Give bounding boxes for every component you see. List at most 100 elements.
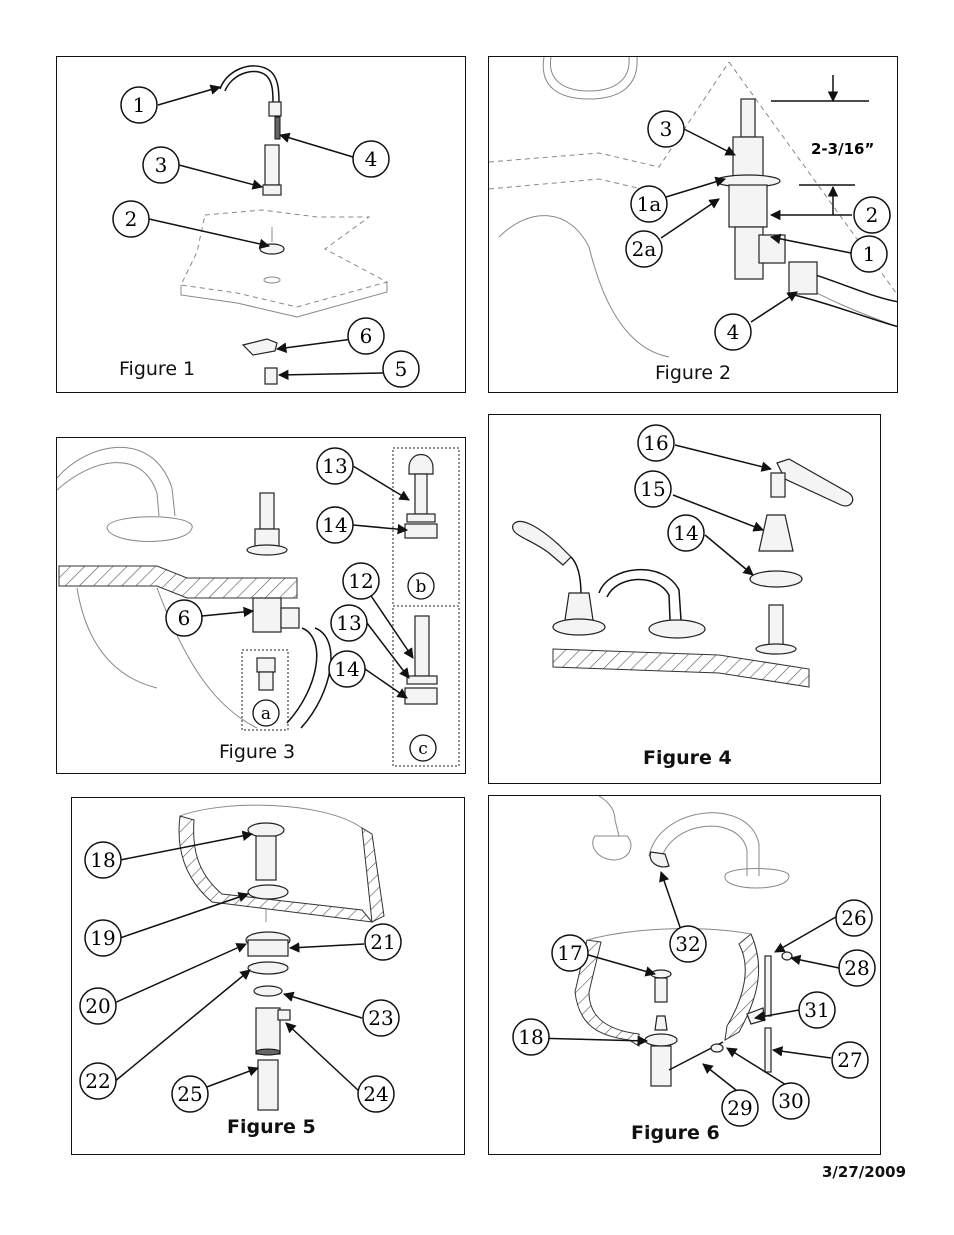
callout-31: 31: [798, 991, 836, 1029]
svg-text:18: 18: [518, 1025, 543, 1049]
svg-text:c: c: [418, 739, 428, 759]
callout-2: 2: [853, 196, 891, 234]
callout-30: 30: [772, 1082, 810, 1120]
svg-text:2: 2: [866, 203, 879, 227]
callout-19: 19: [84, 919, 122, 957]
figure-3-drawing: 13 14 12 13 14 6 a b c: [57, 446, 460, 767]
callout-2a: 2a: [625, 230, 663, 268]
callout-5: 5: [382, 350, 420, 388]
callout-14b: 14: [328, 650, 366, 688]
svg-text:31: 31: [804, 998, 829, 1022]
figure-5-panel: 18 19 21 20 23 22 25 24 Figure 5: [71, 797, 465, 1155]
svg-text:5: 5: [395, 357, 408, 381]
figure-2-panel: 2-3/16” 3 1a 2a 2 1 4 Figure 2: [488, 56, 898, 393]
callout-27: 27: [831, 1041, 869, 1079]
svg-text:32: 32: [675, 932, 700, 956]
figure-1-drawing: 1 3 2 4 6 5: [112, 65, 420, 388]
svg-text:20: 20: [85, 994, 110, 1018]
svg-text:b: b: [416, 577, 427, 597]
svg-text:3: 3: [660, 117, 673, 141]
svg-text:14: 14: [334, 657, 359, 681]
callout-17: 17: [551, 934, 589, 972]
svg-text:1: 1: [133, 93, 146, 117]
svg-text:1a: 1a: [637, 192, 662, 216]
callout-25: 25: [171, 1075, 209, 1113]
figure-2-label: Figure 2: [655, 362, 732, 384]
svg-text:24: 24: [363, 1082, 388, 1106]
svg-text:12: 12: [348, 569, 373, 593]
svg-text:2: 2: [125, 207, 138, 231]
callout-4: 4: [714, 313, 752, 351]
callout-28: 28: [838, 949, 876, 987]
figure-3-panel: 13 14 12 13 14 6 a b c Figure 3: [56, 437, 466, 774]
callout-23: 23: [362, 999, 400, 1037]
callout-16: 16: [637, 424, 675, 462]
inset-label-b: b: [407, 572, 435, 600]
callout-21: 21: [364, 923, 402, 961]
callout-29: 29: [721, 1089, 759, 1127]
document-date: 3/27/2009: [822, 1163, 907, 1181]
callout-13: 13: [316, 447, 354, 485]
callout-22: 22: [79, 1062, 117, 1100]
svg-text:2-3/16”: 2-3/16”: [811, 140, 874, 158]
svg-text:27: 27: [837, 1048, 862, 1072]
callout-6: 6: [347, 317, 385, 355]
figure-4-drawing: 16 15 14: [512, 424, 854, 688]
svg-text:13: 13: [336, 611, 361, 635]
callout-1: 1: [850, 235, 888, 273]
figure-5-label: Figure 5: [227, 1116, 316, 1138]
callout-4: 4: [352, 140, 390, 178]
figure-3-label: Figure 3: [219, 741, 296, 763]
figure-5-drawing: 18 19 21 20 23 22 25 24: [79, 804, 402, 1113]
figure-6-label: Figure 6: [631, 1122, 720, 1144]
inset-label-a: a: [252, 699, 280, 727]
svg-text:14: 14: [673, 521, 698, 545]
svg-text:2a: 2a: [632, 237, 657, 261]
svg-text:28: 28: [844, 956, 869, 980]
inset-label-c: c: [409, 734, 437, 762]
callout-3: 3: [142, 146, 180, 184]
svg-text:6: 6: [360, 324, 373, 348]
callout-18: 18: [84, 841, 122, 879]
svg-text:3: 3: [155, 153, 168, 177]
svg-text:26: 26: [841, 906, 866, 930]
callout-14: 14: [316, 506, 354, 544]
callout-15: 15: [634, 470, 672, 508]
svg-text:6: 6: [178, 606, 191, 630]
svg-text:30: 30: [778, 1089, 803, 1113]
callout-6: 6: [165, 599, 203, 637]
callout-3: 3: [647, 110, 685, 148]
svg-text:18: 18: [90, 848, 115, 872]
callout-12: 12: [342, 562, 380, 600]
figure-4-panel: 16 15 14 Figure 4: [488, 414, 881, 784]
svg-text:25: 25: [177, 1082, 202, 1106]
svg-text:23: 23: [368, 1006, 393, 1030]
callout-13b: 13: [330, 604, 368, 642]
callout-18: 18: [512, 1018, 550, 1056]
figure-2-drawing: 2-3/16” 3 1a 2a 2 1 4: [489, 57, 897, 358]
svg-text:1: 1: [863, 242, 876, 266]
figure-4-label: Figure 4: [643, 747, 732, 769]
svg-text:4: 4: [365, 147, 378, 171]
svg-text:14: 14: [322, 513, 347, 537]
svg-text:19: 19: [90, 926, 115, 950]
svg-text:4: 4: [727, 320, 740, 344]
callout-1a: 1a: [630, 185, 668, 223]
svg-text:16: 16: [643, 431, 668, 455]
figure-6-panel: 26 28 32 17 31 18 27 30 29 Figure 6: [488, 795, 881, 1155]
figure-1-panel: 1 3 2 4 6 5 Figure 1: [56, 56, 466, 393]
callout-20: 20: [79, 987, 117, 1025]
callout-32: 32: [669, 925, 707, 963]
svg-text:21: 21: [370, 930, 395, 954]
callout-1: 1: [120, 86, 158, 124]
svg-text:22: 22: [85, 1069, 110, 1093]
svg-text:13: 13: [322, 454, 347, 478]
callout-26: 26: [835, 899, 873, 937]
svg-text:29: 29: [727, 1096, 752, 1120]
callout-24: 24: [357, 1075, 395, 1113]
callout-2: 2: [112, 200, 150, 238]
figure-1-label: Figure 1: [119, 358, 196, 380]
svg-text:15: 15: [640, 477, 665, 501]
callout-14: 14: [667, 514, 705, 552]
svg-text:a: a: [261, 704, 271, 724]
